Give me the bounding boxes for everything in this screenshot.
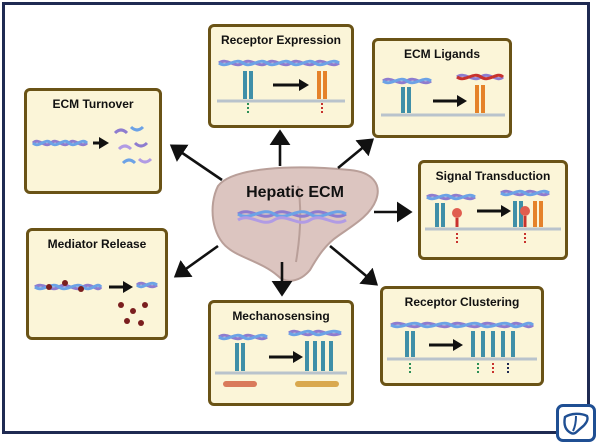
arrow-to-ecm-ligands — [337, 138, 375, 170]
panel-title: Receptor Expression — [220, 33, 342, 47]
mechanosensing-illustration — [215, 329, 347, 387]
signal-transduction-illustration — [425, 189, 561, 243]
panel-title: ECM Ligands — [403, 47, 480, 61]
ecm-degradation-illustration — [31, 125, 153, 165]
panel-receptor-expression: Receptor Expression — [208, 24, 354, 128]
center-title: Hepatic ECM — [246, 184, 344, 201]
receptor-expression-illustration — [217, 59, 345, 113]
arrow-to-receptor-clustering — [329, 244, 379, 286]
panel-title: ECM Turnover — [52, 97, 134, 111]
liver-shape — [211, 166, 379, 282]
panel-ecm-ligands: ECM Ligands — [372, 38, 512, 138]
mediator-release-illustration — [34, 280, 158, 326]
panel-title: Receptor Clustering — [404, 295, 520, 309]
panel-receptor-clustering: Receptor Clustering — [380, 286, 544, 386]
panel-signal-transduction: Signal Transduction — [418, 160, 568, 260]
ecm-ligands-illustration — [381, 73, 505, 117]
panel-title: Mediator Release — [47, 237, 147, 251]
center-ecm-fiber — [237, 210, 347, 224]
panel-title: Mechanosensing — [232, 309, 330, 323]
panel-ecm-turnover: ECM Turnover — [24, 88, 162, 194]
panel-mediator-release: Mediator Release — [26, 228, 168, 340]
panel-title: Signal Transduction — [435, 169, 551, 183]
arrow-to-mediator-release — [173, 244, 219, 278]
arrow-to-ecm-turnover — [169, 144, 223, 182]
receptor-clustering-illustration — [387, 321, 537, 373]
panel-mechanosensing: Mechanosensing — [208, 300, 354, 406]
liver-logo-icon — [556, 404, 596, 442]
